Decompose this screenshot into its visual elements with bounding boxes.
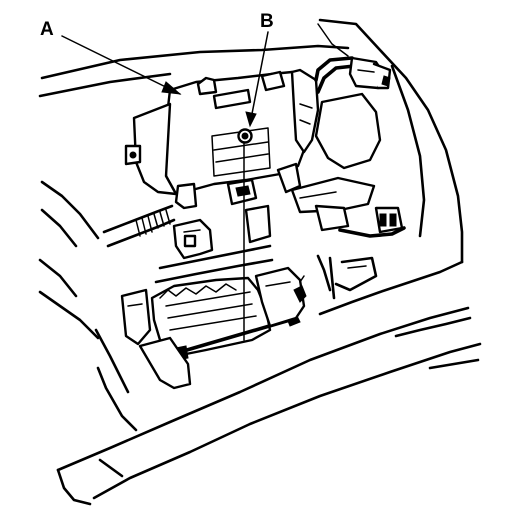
leader-arrow-a — [161, 81, 182, 95]
callout-label-a: A — [40, 19, 54, 40]
leader-arrow-b — [245, 111, 257, 128]
callout-label-b: B — [260, 11, 274, 32]
dashboard-shell — [38, 18, 482, 506]
wire-harness-upper — [314, 56, 392, 94]
module-unit-a — [124, 68, 320, 210]
corrugated-hose — [102, 204, 176, 248]
leader-line-a — [61, 35, 181, 95]
lower-mount-bracket — [120, 266, 307, 390]
leader-line-b — [249, 31, 269, 125]
center-mount-bracket — [154, 178, 274, 284]
right-bracket-assembly — [290, 92, 406, 292]
leader-lines — [61, 31, 269, 341]
